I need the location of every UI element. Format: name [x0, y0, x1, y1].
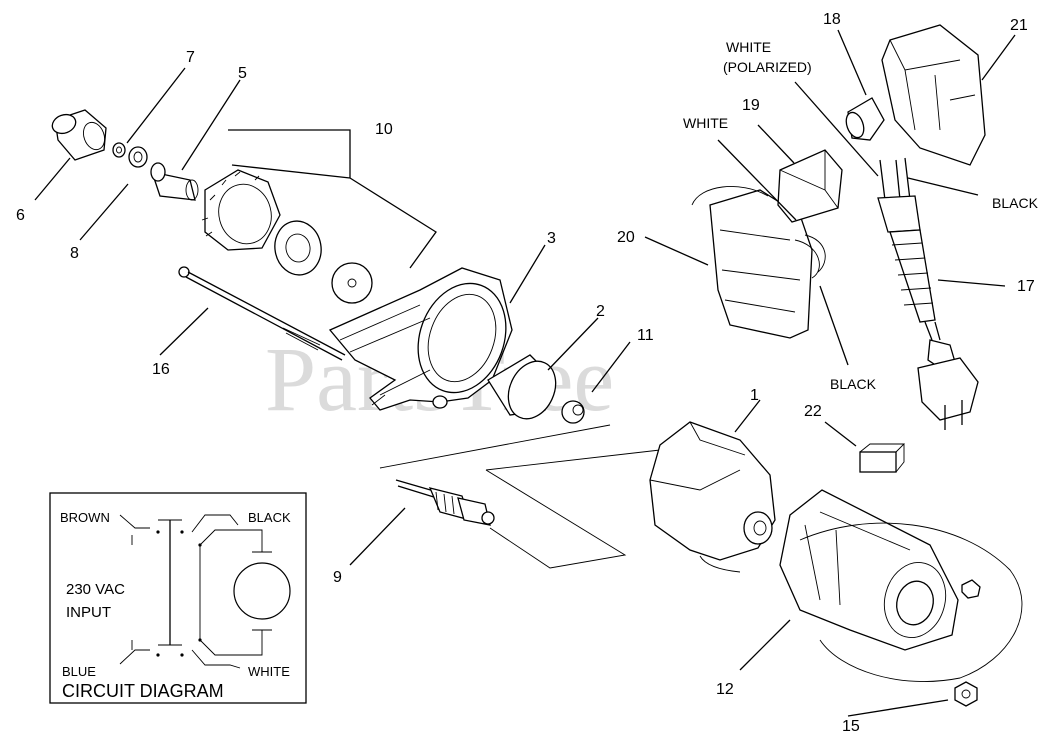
part-6-sleeve[interactable] — [50, 109, 109, 161]
part-15-nut[interactable] — [954, 681, 978, 707]
circuit-diagram: BROWN BLACK 230 VAC INPUT BLUE WHITE CIR… — [49, 492, 307, 704]
callout-7[interactable]: 7 — [186, 49, 195, 66]
part-7-washer[interactable] — [112, 142, 126, 158]
circuit-label-input-1: 230 VAC — [66, 581, 125, 598]
callout-labels: 1 2 3 5 6 7 8 9 10 11 12 15 16 17 18 19 … — [16, 11, 1035, 735]
callout-3[interactable]: 3 — [547, 230, 556, 247]
leader-lines — [34, 29, 1016, 717]
assembly-phantom-lines — [379, 424, 661, 569]
motor-symbol — [233, 562, 291, 620]
wire-labels: WHITE (POLARIZED) WHITE BLACK BLACK — [683, 39, 1039, 392]
callout-10[interactable]: 10 — [375, 121, 393, 138]
circuit-label-black: BLACK — [248, 510, 291, 525]
part-12-motor[interactable] — [779, 489, 1023, 682]
callout-20[interactable]: 20 — [617, 229, 635, 246]
callout-12[interactable]: 12 — [716, 681, 734, 698]
label-white: WHITE — [683, 115, 728, 131]
part-16-rod[interactable] — [178, 266, 346, 361]
callout-19[interactable]: 19 — [742, 97, 760, 114]
circuit-diagram-title: CIRCUIT DIAGRAM — [62, 681, 224, 701]
part-21-cover[interactable] — [881, 24, 986, 166]
part-18-grommet[interactable] — [843, 97, 885, 141]
callout-11[interactable]: 11 — [637, 327, 654, 344]
part-1-gearbox[interactable] — [649, 421, 776, 573]
label-white-polarized-1: WHITE — [726, 39, 771, 55]
callout-17[interactable]: 17 — [1017, 278, 1035, 295]
circuit-wiring — [119, 514, 291, 669]
circuit-label-blue: BLUE — [62, 664, 96, 679]
callout-2[interactable]: 2 — [596, 303, 605, 320]
part-19-terminal-block[interactable] — [777, 149, 843, 223]
label-white-polarized-2: (POLARIZED) — [723, 59, 812, 75]
callout-22[interactable]: 22 — [804, 403, 822, 420]
part-8-ring[interactable] — [128, 146, 148, 168]
part-20-switch[interactable] — [691, 186, 826, 339]
part-3-housing[interactable] — [328, 267, 521, 411]
callout-9[interactable]: 9 — [333, 569, 342, 586]
part-2-sleeve[interactable] — [487, 354, 565, 427]
callout-16[interactable]: 16 — [152, 361, 170, 378]
callout-5[interactable]: 5 — [238, 65, 247, 82]
callout-15[interactable]: 15 — [842, 718, 860, 735]
callout-1[interactable]: 1 — [750, 387, 759, 404]
part-9-shaft[interactable] — [395, 479, 495, 526]
circuit-label-input-2: INPUT — [66, 604, 111, 621]
part-22-connector[interactable] — [859, 443, 906, 473]
part-17-power-cord[interactable] — [877, 157, 979, 430]
label-black-top: BLACK — [992, 195, 1039, 211]
callout-18[interactable]: 18 — [823, 11, 841, 28]
circuit-label-white: WHITE — [248, 664, 290, 679]
callout-21[interactable]: 21 — [1010, 17, 1028, 34]
circuit-label-brown: BROWN — [60, 510, 110, 525]
part-5-bushing[interactable] — [150, 162, 199, 201]
part-11-grommet[interactable] — [561, 400, 585, 424]
label-black-mid: BLACK — [830, 376, 877, 392]
callout-6[interactable]: 6 — [16, 207, 25, 224]
part-10-clutch-assembly[interactable] — [201, 169, 373, 304]
callout-8[interactable]: 8 — [70, 245, 79, 262]
